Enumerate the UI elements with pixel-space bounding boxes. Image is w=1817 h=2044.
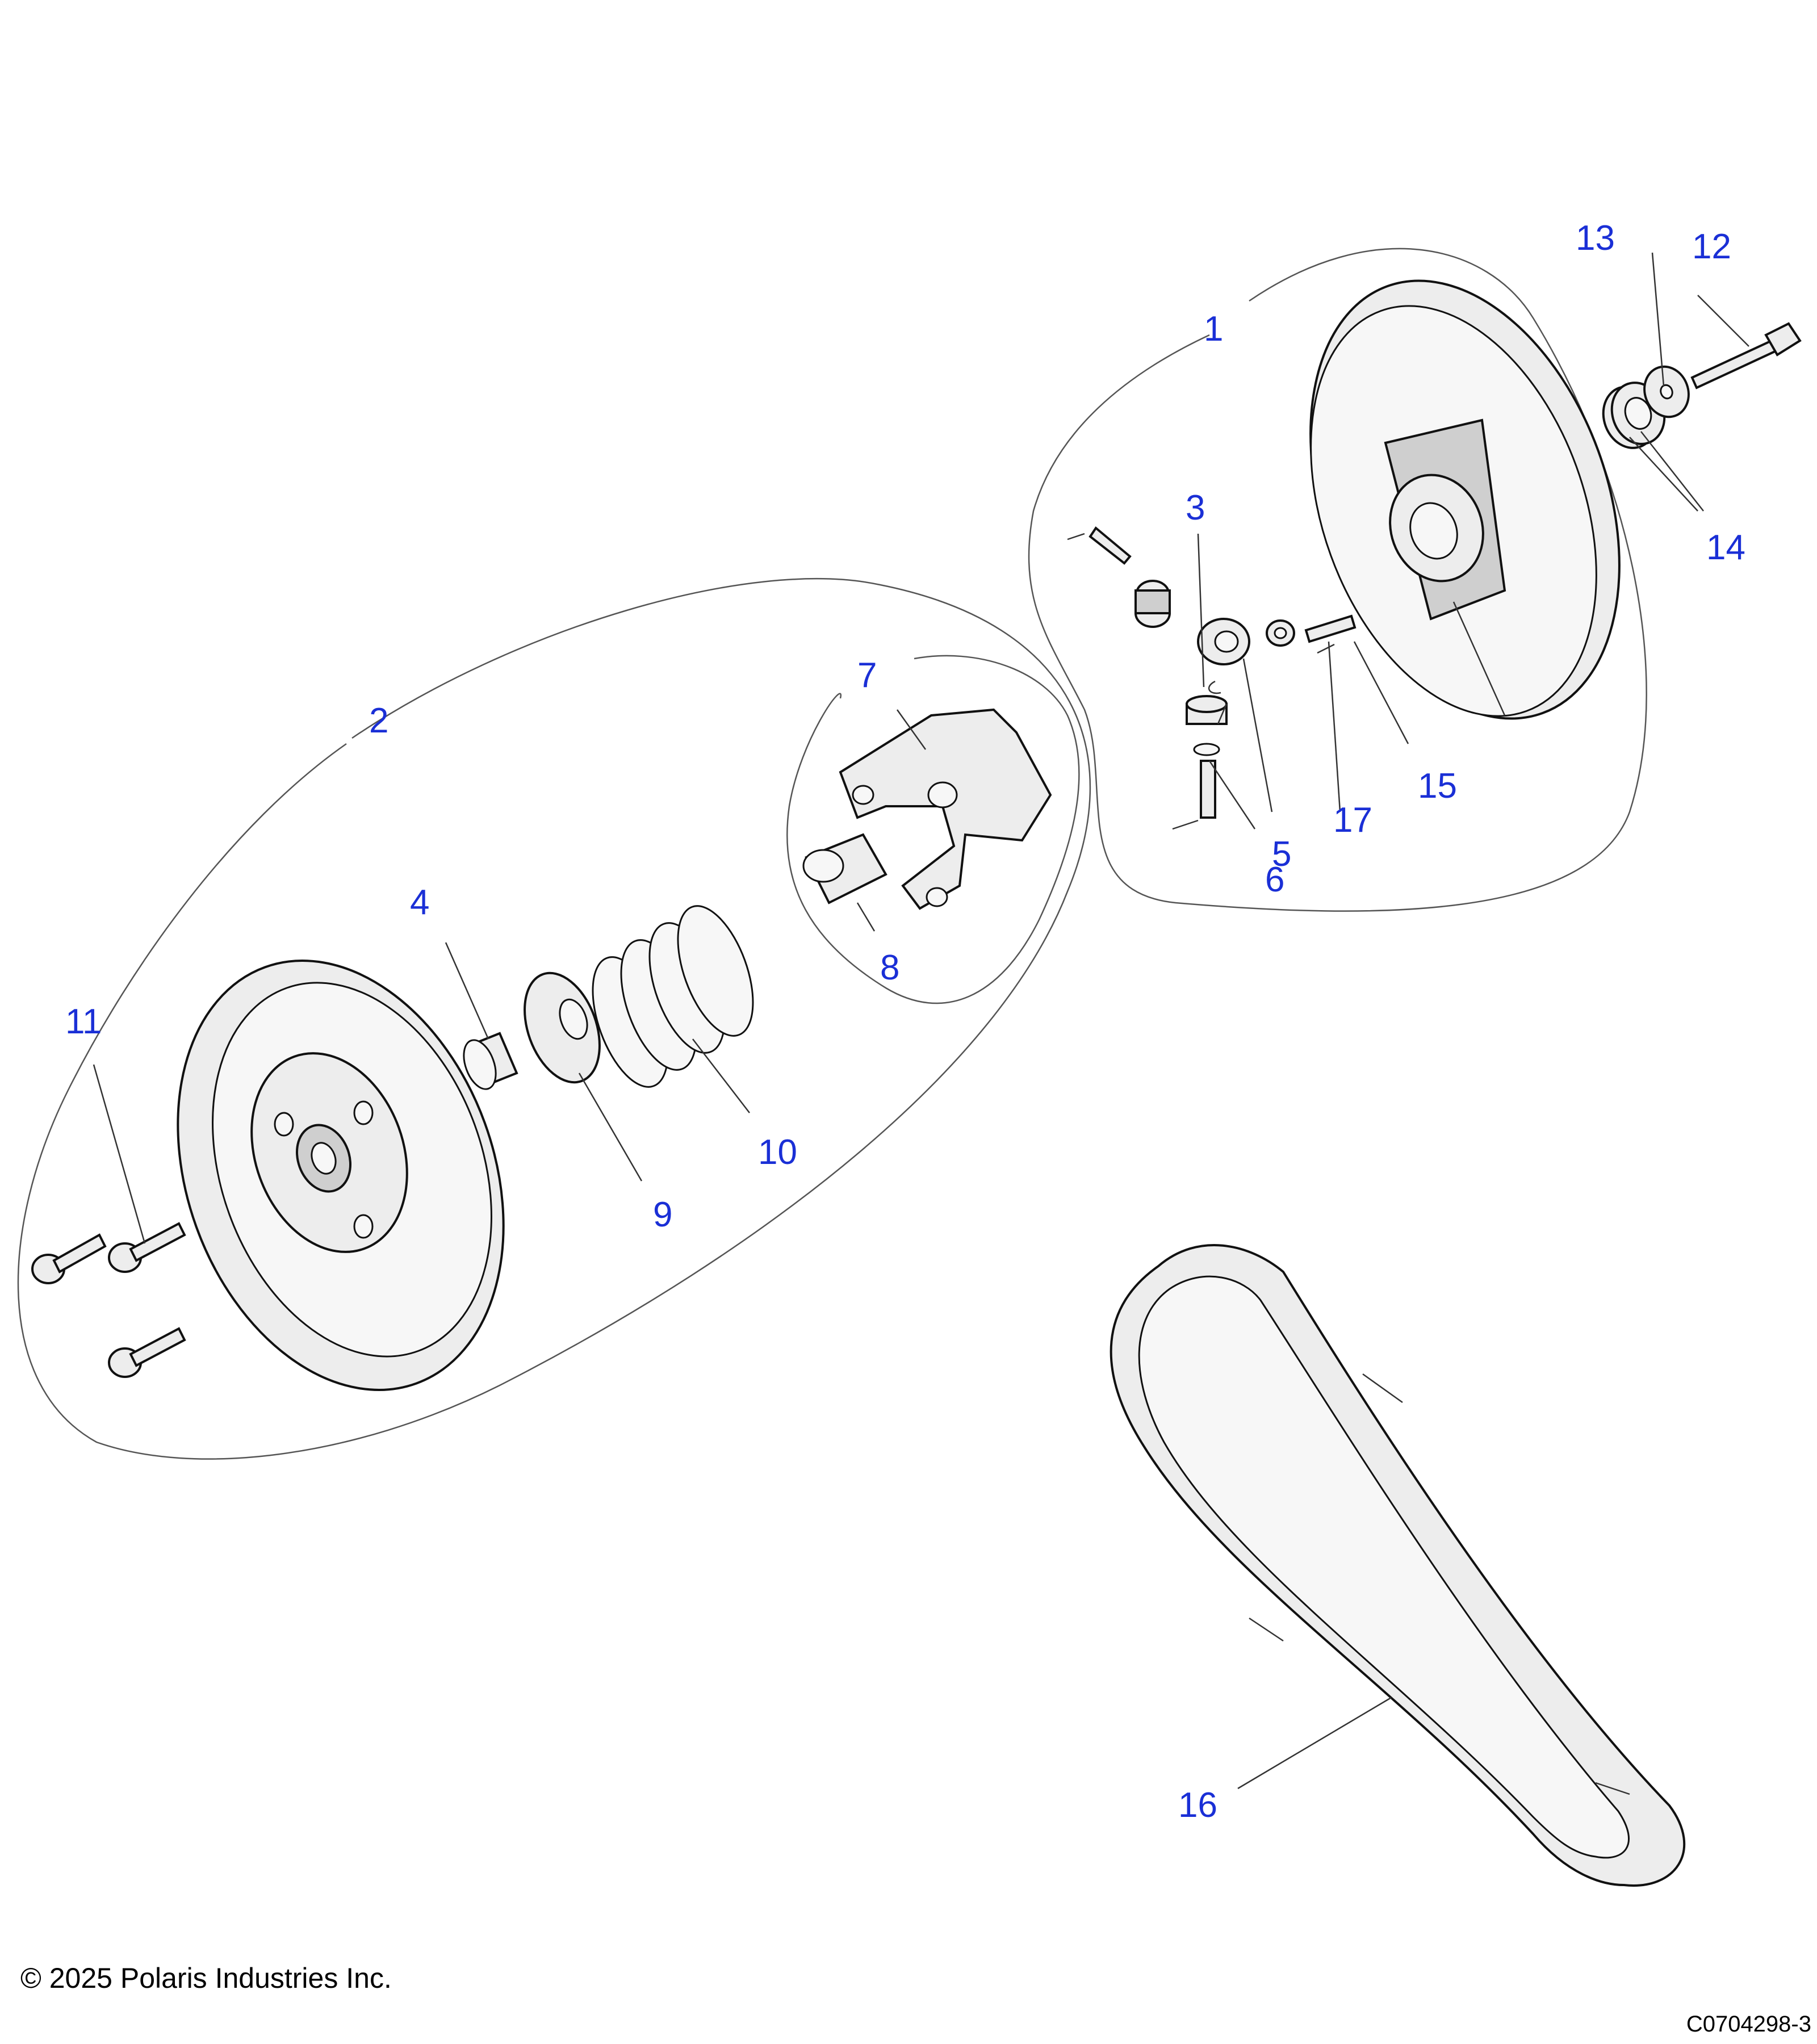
boundary-roller-arm-group bbox=[786, 655, 1080, 1004]
callout-13: 13 bbox=[1576, 219, 1615, 258]
callout-16: 16 bbox=[1178, 1786, 1217, 1825]
bushing-small bbox=[463, 1032, 518, 1090]
spring-seat bbox=[524, 971, 601, 1084]
callout-11: 11 bbox=[65, 1002, 102, 1041]
boundary-driven-sheave-assembly bbox=[1028, 248, 1647, 912]
sheave-bolt bbox=[1690, 322, 1802, 389]
callout-8: 8 bbox=[880, 948, 899, 987]
drive-belt bbox=[1110, 1244, 1686, 1887]
movable-sheave bbox=[177, 960, 505, 1391]
callout-5: 5 bbox=[1272, 835, 1291, 874]
callout-4: 4 bbox=[410, 883, 429, 922]
callout-3: 3 bbox=[1186, 488, 1205, 527]
bushing-large bbox=[802, 833, 887, 904]
coil-spring bbox=[592, 905, 754, 1088]
drawing-code: C0704298-3 bbox=[1686, 2012, 1811, 2037]
callout-14: 14 bbox=[1706, 528, 1745, 567]
flat-washer bbox=[1643, 365, 1690, 418]
spider-casting bbox=[839, 708, 1052, 910]
roller-pin-kit bbox=[1067, 526, 1357, 830]
callout-6: 6 bbox=[1265, 860, 1284, 899]
callout-12: 12 bbox=[1692, 227, 1731, 266]
callout-2: 2 bbox=[369, 701, 388, 740]
copyright-notice: © 2025 Polaris Industries Inc. bbox=[20, 1962, 392, 1994]
callout-7: 7 bbox=[857, 656, 877, 695]
sheave-screws bbox=[31, 1222, 186, 1378]
leader-lines bbox=[93, 252, 1749, 1790]
callout-15: 15 bbox=[1418, 767, 1457, 806]
callout-10: 10 bbox=[758, 1133, 797, 1172]
fixed-sheave bbox=[1309, 279, 1621, 720]
boundary-movable-sheave-assembly bbox=[17, 578, 1091, 1460]
callout-17: 17 bbox=[1333, 801, 1372, 840]
callout-9: 9 bbox=[653, 1195, 672, 1234]
callout-1: 1 bbox=[1204, 309, 1223, 349]
